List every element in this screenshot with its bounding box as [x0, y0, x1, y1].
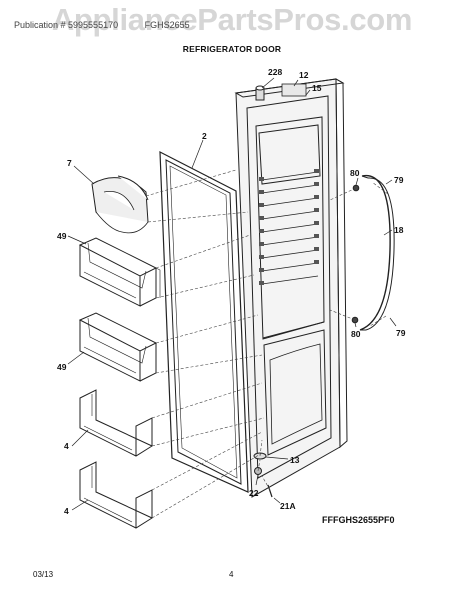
door-bin-49-lower-drawing	[78, 312, 158, 382]
callout-49-lower: 49	[57, 362, 67, 372]
door-assembly-drawing	[234, 78, 348, 498]
publication-number: Publication # 5995555170	[14, 20, 119, 30]
dairy-bin-drawing	[91, 175, 149, 234]
callout-18: 18	[394, 225, 404, 235]
callout-228: 228	[268, 67, 282, 77]
callout-79-lower: 79	[396, 328, 406, 338]
callout-79-upper: 79	[394, 175, 404, 185]
header-model: FGHS2655	[144, 20, 190, 30]
callout-21a: 21A	[280, 501, 296, 511]
door-bin-49-upper-drawing	[78, 237, 161, 307]
callout-80-lower: 80	[351, 329, 361, 339]
callout-7: 7	[67, 158, 72, 168]
alignment-lines	[145, 169, 389, 519]
footer-page-number: 4	[229, 570, 234, 579]
callout-4-lower: 4	[64, 506, 69, 516]
model-code: FFFGHS2655PF0	[322, 515, 395, 525]
door-bin-4-upper-drawing	[79, 389, 154, 457]
callout-13: 13	[290, 455, 300, 465]
footer-date: 03/13	[33, 570, 54, 579]
callout-2: 2	[202, 131, 207, 141]
door-gasket-drawing	[159, 150, 249, 493]
door-handle-drawing	[359, 174, 395, 331]
callout-80-upper: 80	[350, 168, 360, 178]
page-title: REFRIGERATOR DOOR	[182, 44, 282, 54]
callout-leaders	[67, 77, 397, 511]
callout-49-upper: 49	[57, 231, 67, 241]
callout-4-upper: 4	[64, 441, 69, 451]
callout-15: 15	[312, 83, 322, 93]
publication-header: Publication # 5995555170 FGHS2655	[14, 20, 190, 30]
door-bin-4-lower-drawing	[79, 461, 154, 529]
watermark-logo: AppliancePartsPros.com	[51, 2, 413, 37]
callout-12: 12	[299, 70, 309, 80]
callout-22: 22	[249, 488, 259, 498]
